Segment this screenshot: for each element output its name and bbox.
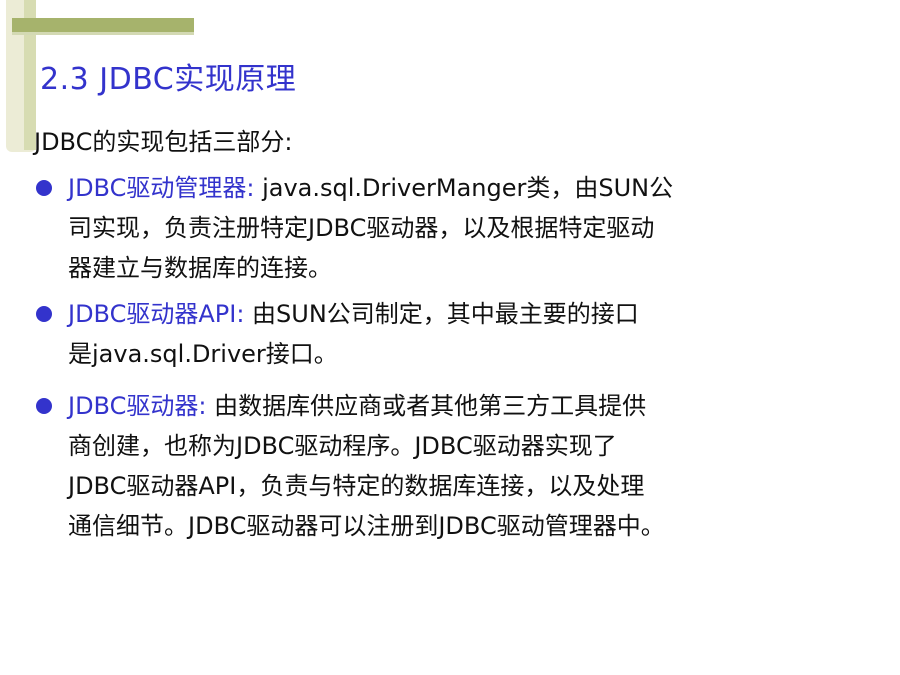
bullet-term: JDBC驱动管理器: [68,174,255,202]
bullet-line: 司实现，负责注册特定JDBC驱动器，以及根据特定驱动 [68,214,655,242]
bullet-text: 由SUN公司制定，其中最主要的接口 [244,300,639,328]
bullet-item-driver-api: JDBC驱动器API: 由SUN公司制定，其中最主要的接口 是java.sql.… [34,294,824,374]
bullet-item-driver: JDBC驱动器: 由数据库供应商或者其他第三方工具提供 商创建，也称为JDBC驱… [34,386,824,546]
bullet-line: 商创建，也称为JDBC驱动程序。JDBC驱动器实现了 [68,432,617,460]
bullet-dot-icon [36,180,52,196]
bullet-text: java.sql.DriverManger类，由SUN公 [254,174,674,202]
decorative-horizontal-bar [12,18,194,32]
bullet-line: JDBC驱动器API，负责与特定的数据库连接，以及处理 [68,472,645,500]
bullet-line: 通信细节。JDBC驱动器可以注册到JDBC驱动管理器中。 [68,512,665,540]
bullet-list: JDBC驱动管理器: java.sql.DriverManger类，由SUN公 … [34,168,824,552]
bullet-term: JDBC驱动器: [68,392,207,420]
bullet-item-driver-manager: JDBC驱动管理器: java.sql.DriverManger类，由SUN公 … [34,168,824,288]
slide-title: 2.3 JDBC实现原理 [40,62,297,97]
decorative-vertical-bar-inner [24,0,36,150]
bullet-dot-icon [36,398,52,414]
bullet-line: JDBC驱动器: 由数据库供应商或者其他第三方工具提供 [68,386,824,426]
bullet-text: 由数据库供应商或者其他第三方工具提供 [206,392,647,420]
bullet-line: 器建立与数据库的连接。 [68,254,332,282]
bullet-term: JDBC驱动器API: [68,300,245,328]
intro-text: JDBC的实现包括三部分: [34,128,293,156]
bullet-dot-icon [36,306,52,322]
decorative-horizontal-bar-shadow [12,32,194,35]
bullet-line: 是java.sql.Driver接口。 [68,340,338,368]
bullet-line: JDBC驱动器API: 由SUN公司制定，其中最主要的接口 [68,294,824,334]
bullet-line: JDBC驱动管理器: java.sql.DriverManger类，由SUN公 [68,168,824,208]
